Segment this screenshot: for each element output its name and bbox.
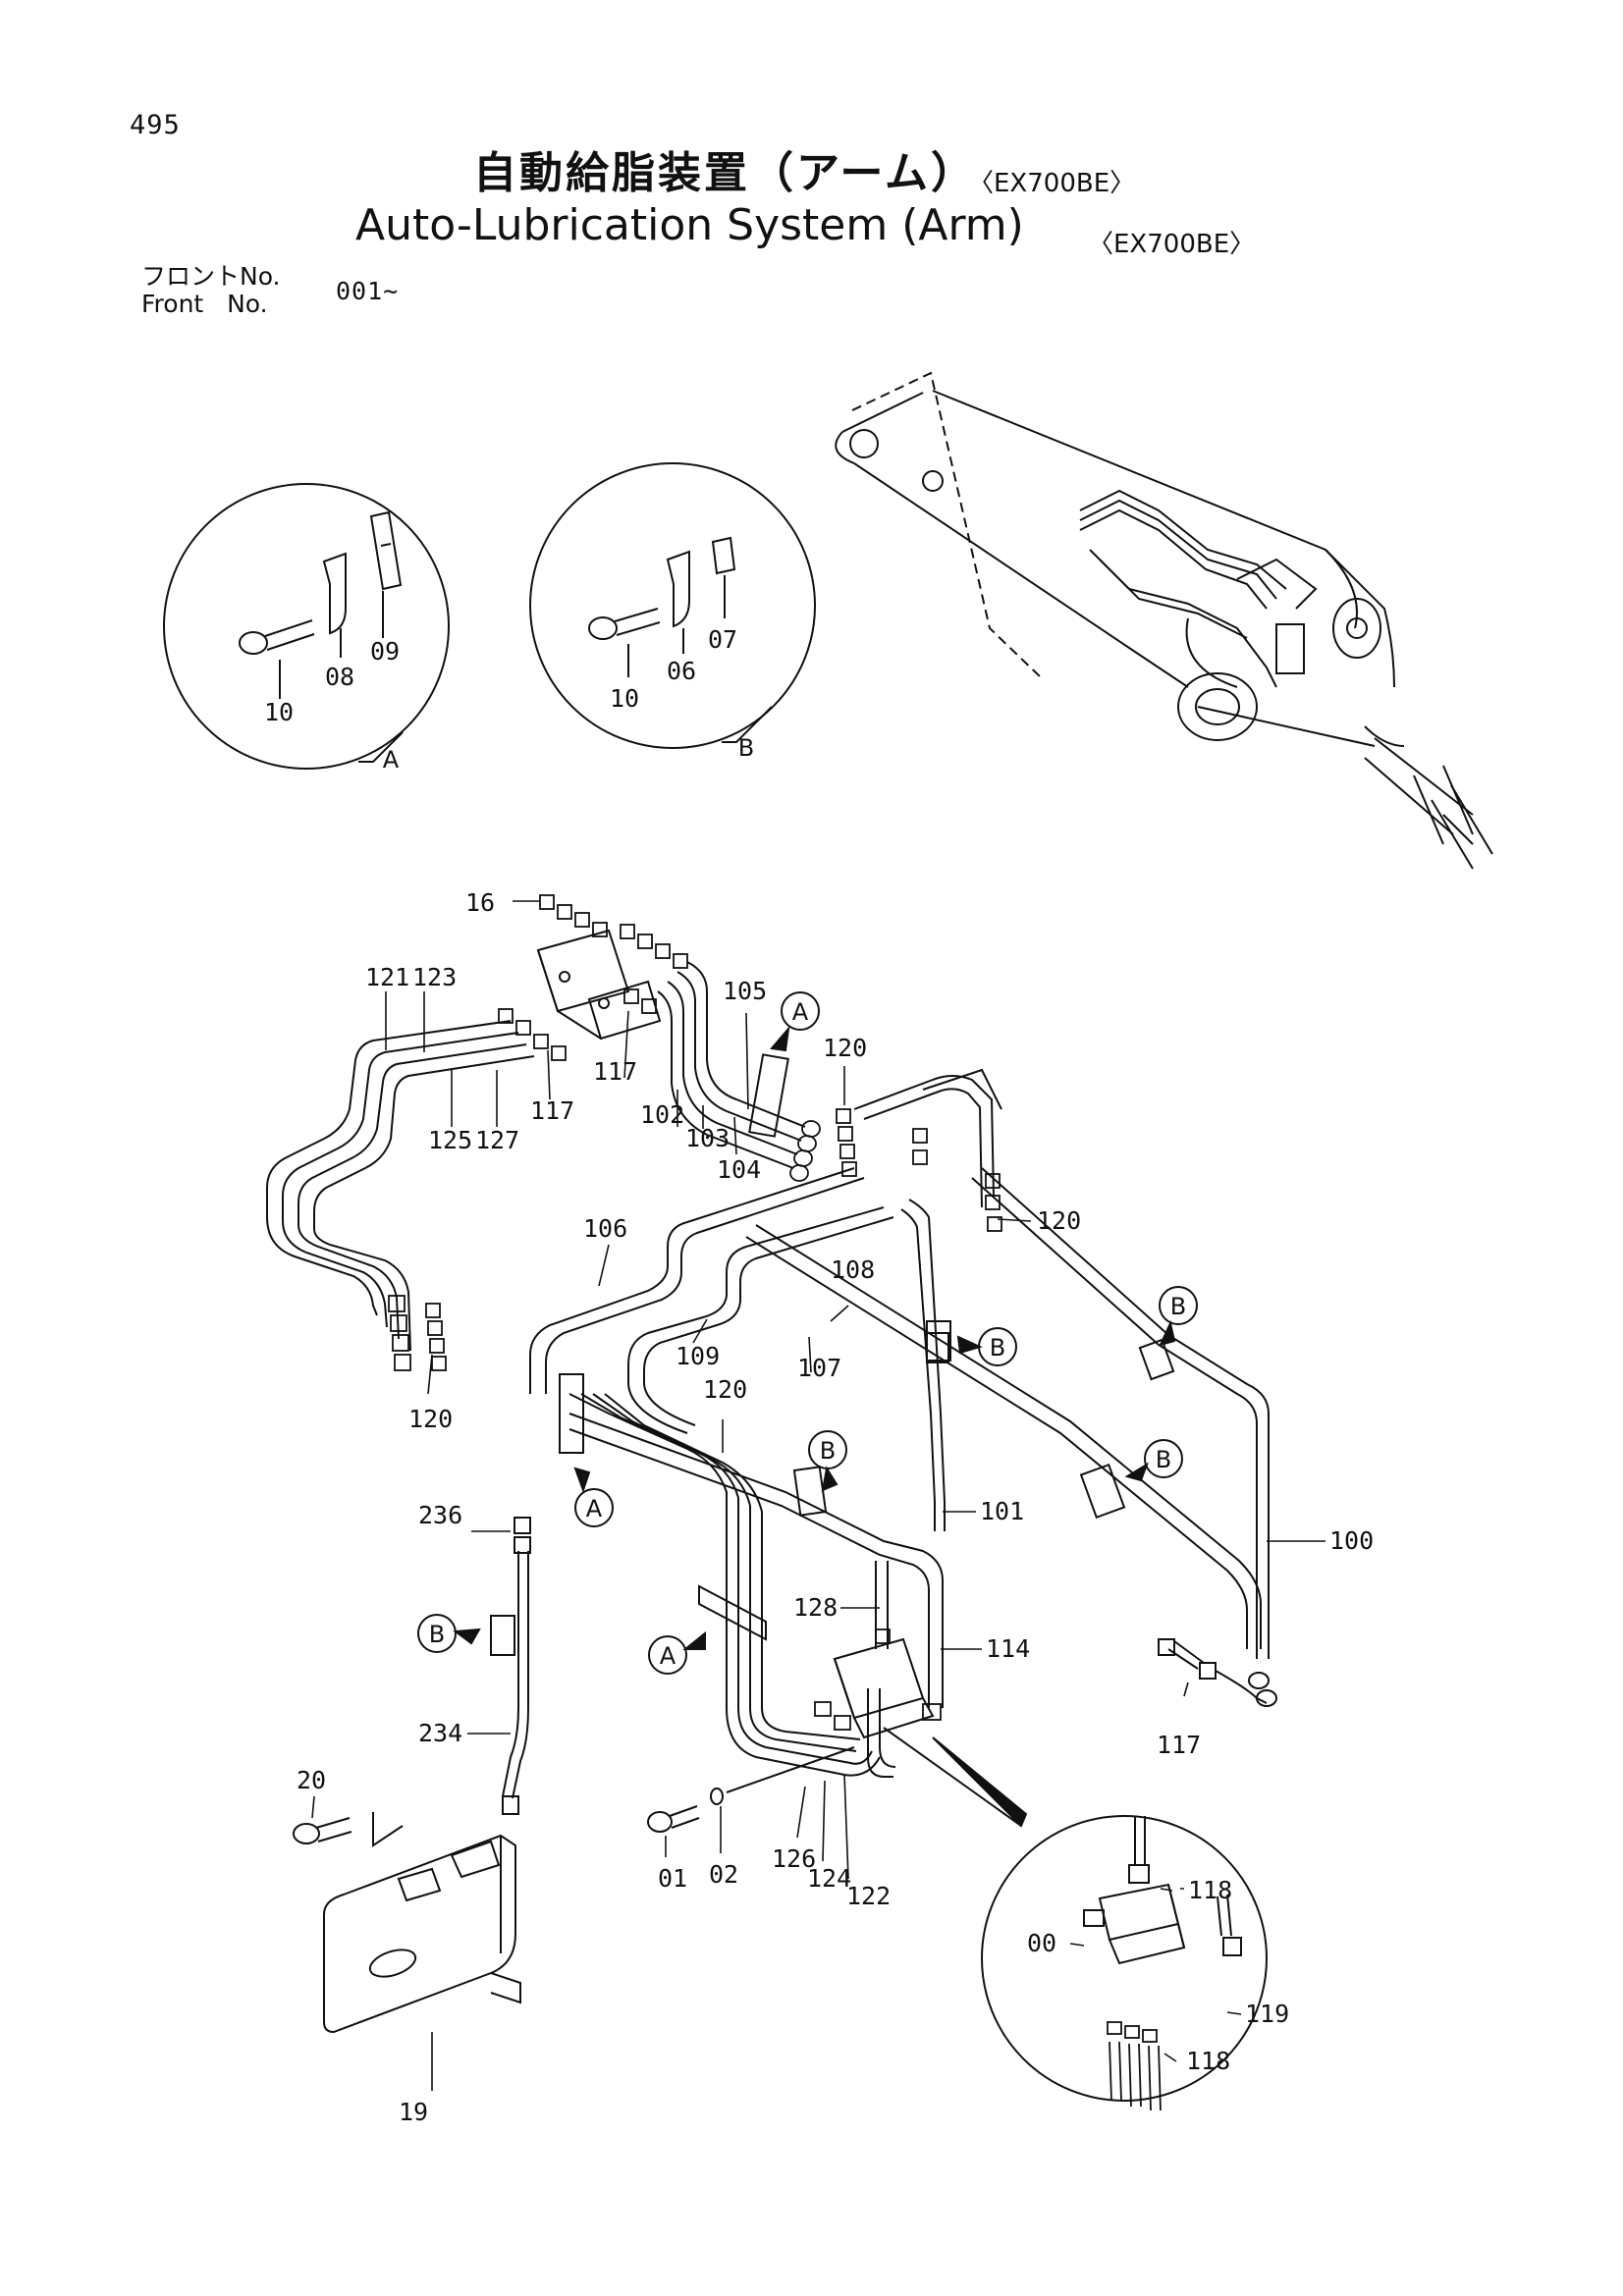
callout-b-2: B [1170,1293,1186,1320]
part-117-c: 117 [1157,1731,1201,1759]
front-no-value: 001∼ [336,277,400,305]
part-106: 106 [583,1214,627,1243]
front-no-label-en: Front No. [141,290,268,318]
callout-a-2: A [586,1495,603,1522]
detail-b-circle [529,462,816,749]
callout-b-3: B [820,1437,836,1465]
front-no-label-jp: フロントNo. [141,262,281,291]
part-128: 128 [793,1593,838,1622]
callout-b-5: B [429,1621,445,1648]
callout-b-1: B [990,1334,1005,1362]
pipe-bundle-upper-right [657,961,821,1182]
part-120-a: 120 [823,1034,867,1062]
part-101: 101 [980,1497,1024,1525]
page-title-en: Auto-Lubrication System (Arm) [355,200,1024,250]
callout-b-4: B [1156,1446,1171,1473]
part-120-d: 120 [408,1405,453,1433]
part-labels: 16 121 123 105 120 117 117 125 127 102 1… [297,888,1374,2126]
model-code-en: 〈EX700BE〉 [1088,230,1256,259]
page-title-jp: 自動給脂装置（アーム） [473,148,978,198]
part-120-b: 120 [1037,1206,1081,1235]
pipe-main-cross [529,1068,1270,1659]
detail-a-tag: A [383,746,400,774]
upper-distributor [498,894,688,1061]
clamps [490,1320,1175,1656]
part-124: 124 [807,1864,851,1893]
part-120-c: 120 [703,1375,747,1404]
part-109: 109 [676,1342,720,1370]
part-127: 127 [475,1126,519,1154]
detail-part-numbers: 10 08 09 10 06 07 [264,625,737,726]
detail-b-part-07: 07 [708,625,737,654]
part-123: 123 [412,963,457,991]
part-16: 16 [465,888,495,917]
detail-circle-valve [883,1727,1268,2111]
part-20: 20 [297,1766,326,1794]
detail-b-tag: B [738,734,754,762]
pipe-bundle-lower [568,1393,944,1778]
part-103: 103 [685,1124,730,1152]
part-121: 121 [365,963,409,991]
part-102: 102 [640,1100,684,1129]
part-118-b: 118 [1186,2047,1230,2075]
callout-letters: A A A B B B B B A B [383,734,1186,1670]
pipe-234 [502,1517,531,1815]
arm-outline [835,371,1493,870]
cover-19 [293,1812,521,2034]
leader-lines [311,900,1325,2091]
part-125: 125 [428,1126,472,1154]
bolt-01 [647,1746,855,1833]
detail-a-part-09: 09 [370,637,400,666]
part-114: 114 [986,1634,1030,1663]
part-00: 00 [1027,1929,1056,1957]
pipe-bundle-left [266,1020,535,1371]
part-104: 104 [717,1155,761,1184]
part-234: 234 [418,1719,462,1747]
callout-a-3: A [660,1642,676,1670]
model-code-jp: 〈EX700BE〉 [968,169,1136,198]
detail-a-part-10: 10 [264,698,294,726]
part-119: 119 [1245,2000,1289,2028]
part-108: 108 [831,1255,875,1284]
detail-b-part-06: 06 [667,657,696,685]
pipe-101 [900,1199,949,1531]
detail-b-part-10: 10 [610,684,639,713]
part-107: 107 [797,1354,841,1382]
part-02: 02 [709,1860,738,1889]
part-100: 100 [1329,1526,1374,1555]
part-118-a: 118 [1188,1876,1232,1904]
part-105: 105 [723,977,767,1005]
part-236: 236 [418,1501,462,1529]
callout-shapes [417,991,1198,1675]
callout-a-1: A [792,998,809,1026]
fitting-117-lower [1158,1638,1277,1707]
fitting-120-group [836,1108,857,1177]
lower-distributor [814,1629,942,1739]
part-01: 01 [658,1864,687,1893]
part-126: 126 [772,1844,816,1873]
page-number: 495 [130,110,181,140]
part-117-b: 117 [530,1096,574,1125]
part-122: 122 [846,1882,891,1910]
detail-a-circle [163,483,450,770]
detail-a-part-08: 08 [325,663,354,691]
part-19: 19 [399,2098,428,2126]
part-117-a: 117 [593,1057,637,1086]
